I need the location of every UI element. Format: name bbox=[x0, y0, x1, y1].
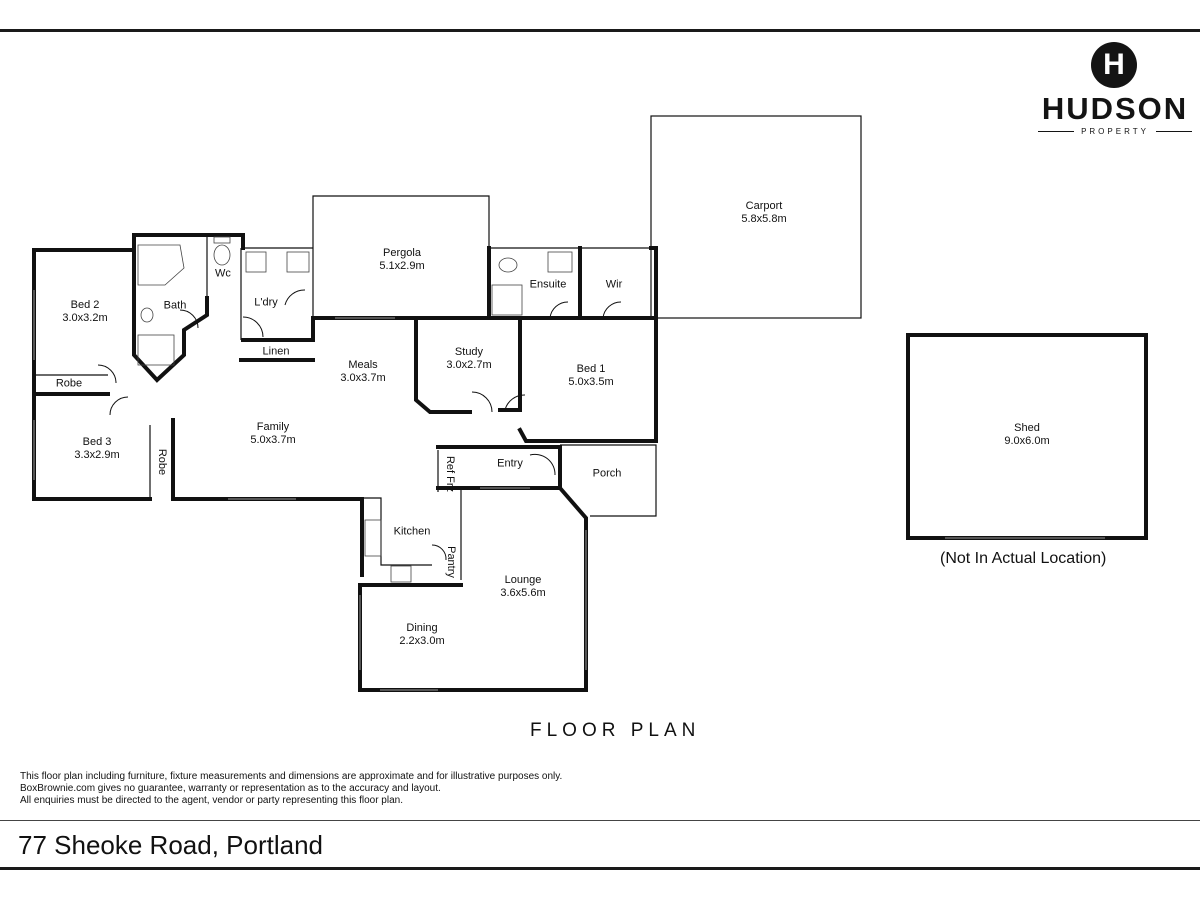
room-wir: Wir bbox=[606, 279, 623, 292]
room-name: Carport bbox=[745, 200, 783, 212]
room-name: Wir bbox=[605, 278, 623, 291]
room-size: 5.8x5.8m bbox=[741, 213, 787, 225]
room-name: Bed 1 bbox=[576, 363, 606, 375]
room-lounge: Lounge 3.6x5.6m bbox=[500, 574, 545, 600]
room-size: 9.0x6.0m bbox=[1004, 435, 1050, 447]
room-bed2: Bed 2 3.0x3.2m bbox=[62, 299, 107, 325]
top-rule bbox=[0, 29, 1200, 32]
room-bed1: Bed 1 5.0x3.5m bbox=[568, 363, 613, 389]
room-name: Ensuite bbox=[529, 278, 567, 291]
address-rule-bottom bbox=[0, 867, 1200, 870]
room-bath: Bath bbox=[164, 300, 187, 313]
hudson-logo: H HUDSON PROPERTY bbox=[1030, 38, 1200, 138]
room-linen: Linen bbox=[263, 346, 290, 359]
room-name: Robe bbox=[55, 377, 83, 390]
room-name: L'dry bbox=[254, 296, 278, 309]
room-porch: Porch bbox=[593, 468, 622, 481]
room-size: 3.6x5.6m bbox=[500, 587, 546, 599]
room-ensuite: Ensuite bbox=[530, 279, 567, 292]
room-pantry: Pantry bbox=[445, 546, 457, 578]
outer-walls bbox=[32, 233, 1148, 692]
room-size: 5.1x2.9m bbox=[379, 260, 425, 272]
room-robe-bed2: Robe bbox=[56, 378, 82, 391]
room-bed3: Bed 3 3.3x2.9m bbox=[74, 436, 119, 462]
disclaimer-line: This floor plan including furniture, fix… bbox=[20, 771, 563, 782]
logo-sub: PROPERTY bbox=[1081, 127, 1149, 136]
address-rule-top bbox=[0, 820, 1200, 821]
room-pergola: Pergola 5.1x2.9m bbox=[379, 247, 424, 273]
logo-line-left bbox=[1038, 131, 1074, 132]
room-robe-bed3: Robe bbox=[156, 448, 168, 476]
shed-location-note: (Not In Actual Location) bbox=[940, 550, 1107, 567]
logo-line-right bbox=[1156, 131, 1192, 132]
room-name: Wc bbox=[215, 267, 231, 280]
room-family: Family 5.0x3.7m bbox=[250, 421, 295, 447]
room-kitchen: Kitchen bbox=[394, 526, 431, 539]
room-name: Dining bbox=[406, 622, 438, 634]
room-name: Bed 2 bbox=[70, 299, 100, 311]
room-wc: Wc bbox=[215, 268, 231, 281]
room-name: Kitchen bbox=[393, 525, 431, 538]
room-name: Study bbox=[454, 346, 484, 358]
room-name: Meals bbox=[348, 359, 378, 371]
room-size: 3.0x3.7m bbox=[340, 372, 386, 384]
disclaimer-line: BoxBrownie.com gives no guarantee, warra… bbox=[20, 783, 441, 794]
room-entry: Entry bbox=[497, 458, 523, 471]
room-size: 2.2x3.0m bbox=[399, 635, 445, 647]
fixtures bbox=[137, 236, 573, 583]
room-name: Porch bbox=[592, 467, 622, 480]
plan-title: FLOOR PLAN bbox=[530, 720, 701, 741]
disclaimer-line: All enquiries must be directed to the ag… bbox=[20, 795, 403, 806]
room-ref-frz: Ref Frz bbox=[444, 455, 456, 493]
room-name: Bed 3 bbox=[82, 436, 112, 448]
room-name: Shed bbox=[1014, 422, 1040, 434]
logo-name: HUDSON bbox=[1041, 91, 1189, 126]
room-size: 3.0x3.2m bbox=[62, 312, 108, 324]
property-address: 77 Sheoke Road, Portland bbox=[18, 830, 323, 860]
room-shed: Shed 9.0x6.0m bbox=[1004, 422, 1049, 448]
room-size: 5.0x3.5m bbox=[568, 376, 614, 388]
room-study: Study 3.0x2.7m bbox=[446, 346, 491, 372]
room-laundry: L'dry bbox=[254, 297, 278, 310]
room-name: Pergola bbox=[383, 247, 421, 259]
logo-h-icon: H bbox=[1091, 42, 1137, 88]
room-name: Bath bbox=[163, 299, 187, 312]
disclaimer: This floor plan including furniture, fix… bbox=[20, 771, 562, 807]
room-size: 3.0x2.7m bbox=[446, 359, 492, 371]
room-name: Linen bbox=[262, 345, 290, 358]
room-meals: Meals 3.0x3.7m bbox=[340, 359, 385, 385]
room-size: 3.3x2.9m bbox=[74, 449, 120, 461]
room-carport: Carport 5.8x5.8m bbox=[741, 200, 786, 226]
windows bbox=[33, 290, 1105, 691]
room-name: Entry bbox=[497, 457, 523, 470]
room-name: Lounge bbox=[504, 574, 542, 586]
room-dining: Dining 2.2x3.0m bbox=[399, 622, 444, 648]
room-size: 5.0x3.7m bbox=[250, 434, 296, 446]
door-swings bbox=[97, 289, 622, 561]
room-name: Family bbox=[256, 421, 290, 433]
